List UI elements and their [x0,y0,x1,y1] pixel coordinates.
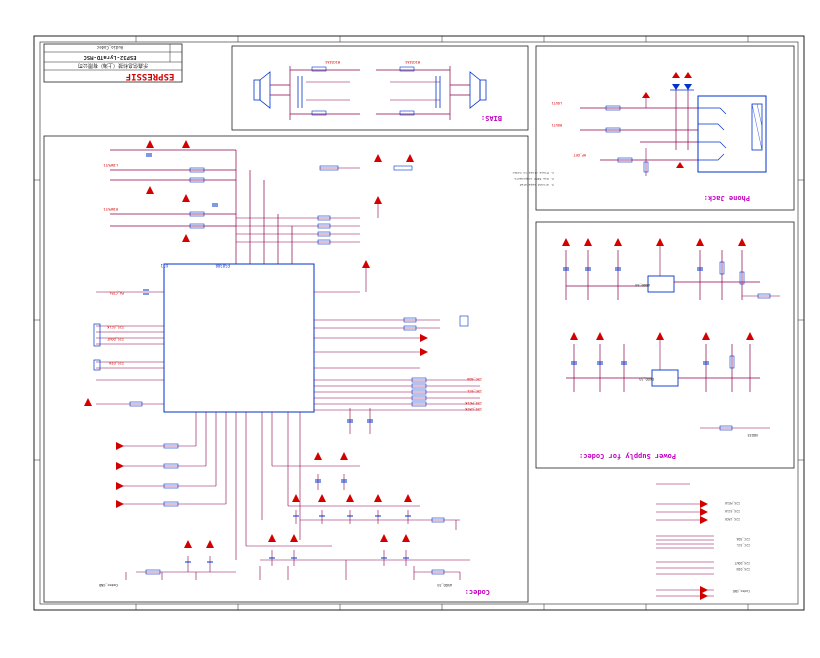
power-supply-section: Power Supply for Codec: AVDD_33 [535,221,795,469]
codec-net-gnd-bottom: Codec_GND [99,583,118,587]
phone-jack-note-3: 3. Ground separated [519,183,554,187]
phone-jack-note-2: 2. Use 0402 components [514,177,554,181]
bias-net-left: MICBIAS [325,60,340,64]
bias-section: BIAS: MICBIAS MICBIAS [231,45,529,131]
phone-jack-net-rout: ROUT1 [551,123,562,127]
bias-section-label: BIAS: [481,114,502,122]
power-supply-label: Power Supply for Codec: [579,452,676,460]
phone-jack-note-1: 1. Place close to Codec [512,171,554,175]
phone-jack-net-hpdet: HP_DET [572,153,586,157]
codec-net-sda: I2C_SDA [466,377,482,381]
bias-net-right: MICBIAS [405,60,420,64]
connector-net-sda: I2C_SDA [736,537,750,541]
connector-net-sclk: I2S_SCLK [725,509,740,513]
codec-section: Codec: U11 ES8388 LINPUT1 RINPUT1 [43,135,529,603]
codec-section-label: Codec: [465,588,490,596]
phone-jack-net-lout: LOUT1 [551,101,562,105]
phone-jack-label: Phone Jack: [704,194,750,202]
codec-net-dout: I2S_DOUT [106,337,124,341]
phone-jack-section: Phone Jack: LOUT1 ROUT1 HP_DET [512,45,795,211]
connector-net-gnd: Codec_GND [733,589,750,593]
codec-net-mclk: I2S_MCLK [464,401,482,405]
codec-net-lin: LINPUT1 [103,163,118,167]
connector-block: I2S_MCLK I2S_SCLK I2S_LRCK I2C_SDA I2C_S… [656,483,750,600]
sheet-subtitle: Audio_Codec [96,45,123,50]
codec-net-rin: RINPUT1 [103,207,118,211]
ldo-lower-part: DVDD_33 [639,377,654,381]
sheet-frame [33,35,805,611]
codec-net-lrck: I2S_LRCK [464,407,482,411]
connector-net-dout: I2S_DOUT [735,561,750,565]
company-name: ESPRESSIF [126,71,175,81]
connector-net-lrck: I2S_LRCK [725,517,740,521]
connector-net-mclk: I2S_MCLK [725,501,740,505]
codec-chip-part: ES8388 [215,263,230,268]
codec-net-sclk: I2S_SCLK [106,325,124,329]
company-name-cn: 乐鑫信息科技（上海）有限公司 [78,62,148,69]
codec-chip-ref: U11 [160,263,168,268]
connector-net-scl: I2C_SCL [736,543,750,547]
connector-net-din: I2S_DIN [736,567,750,571]
title-block: ESPRESSIF 乐鑫信息科技（上海）有限公司 ESP32-LyraTD-MS… [43,43,183,83]
board-name: ESP32-LyraTD-MSC [84,54,137,60]
codec-net-avdd-bottom: AVDD_33 [437,583,452,587]
ldo-upper-part: AVDD_33 [635,283,650,287]
codec-net-din: I2S_DIN [109,361,124,365]
codec-net-scl: I2C_SCL [467,389,482,393]
codec-net-pa: PA_CTRL [109,291,124,295]
power-supply-net-vdd: VDD33 [747,433,758,437]
